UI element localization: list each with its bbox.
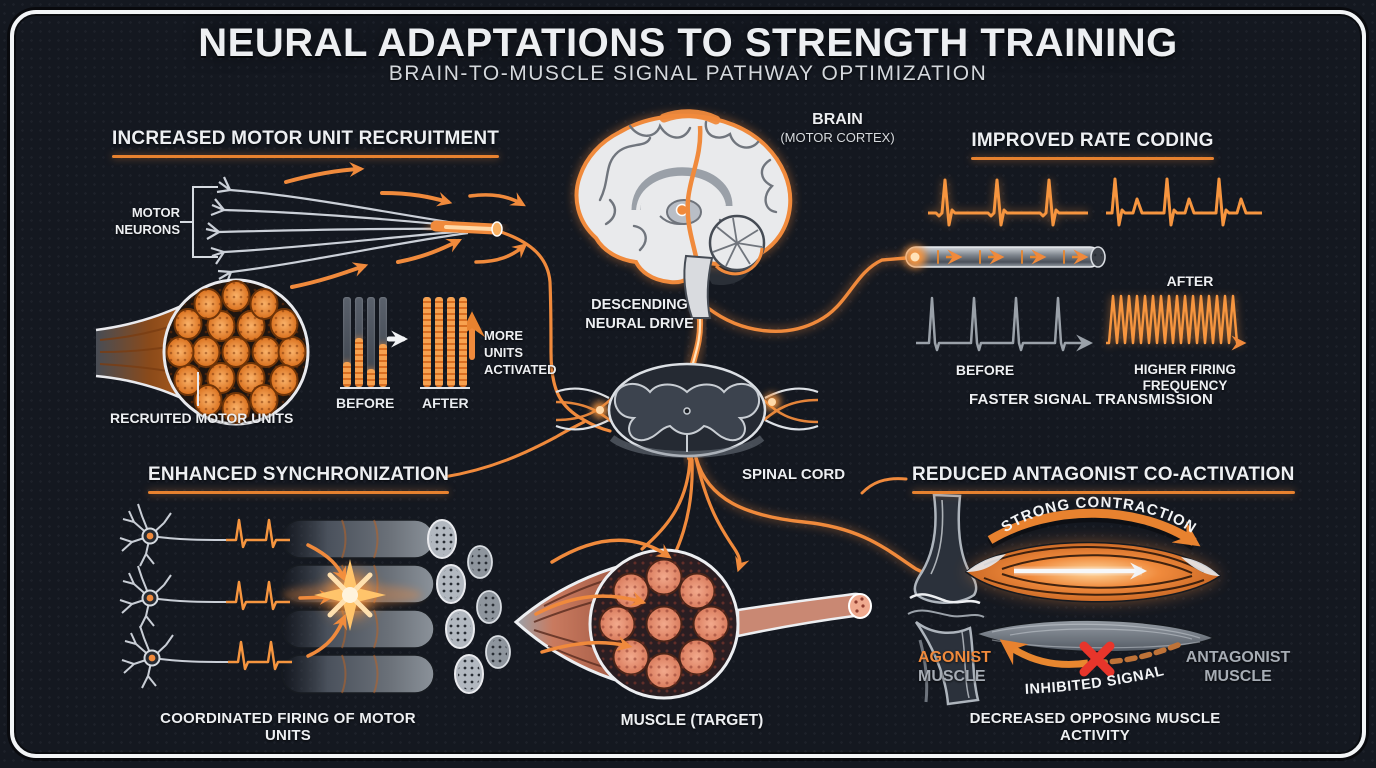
agonist-muscle-label: AGONIST MUSCLE: [918, 649, 991, 685]
heading-underline: [112, 155, 500, 159]
higher-firing-frequency-label: HIGHER FIRING FREQUENCY: [1133, 362, 1236, 393]
motor-neurons-label: MOTOR NEURONS: [114, 205, 180, 237]
muscle-target-label: MUSCLE (TARGET): [620, 712, 764, 729]
recruited-motor-units-illustration: [95, 278, 310, 426]
before-bars: [340, 297, 391, 389]
inhibited-x-icon: [1079, 641, 1115, 677]
section-rate-coding-heading: IMPROVED RATE CODING: [960, 130, 1225, 161]
spinal-cord-label: SPINAL CORD: [742, 466, 846, 483]
chart-after-column: AFTER: [420, 297, 471, 411]
heading-underline: [971, 157, 1214, 161]
antagonist-muscle-shape: [973, 619, 1217, 653]
after-label: AFTER: [422, 395, 469, 411]
rate-coding-illustration: [904, 177, 1262, 352]
chart-bar: [447, 297, 456, 387]
descending-neural-drive-label: DESCENDING NEURAL DRIVE: [585, 297, 694, 332]
heading-underline: [148, 491, 450, 495]
heading-underline: [912, 491, 1295, 495]
synchronization-illustration: [119, 503, 511, 694]
chart-bar: [379, 297, 388, 387]
page-subtitle: BRAIN-TO-MUSCLE SIGNAL PATHWAY OPTIMIZAT…: [388, 62, 988, 85]
chart-before-column: BEFORE: [336, 297, 394, 411]
joint-illustration: [907, 493, 1222, 706]
section-antagonist-heading: REDUCED ANTAGONIST CO-ACTIVATION: [912, 464, 1295, 495]
chart-bar: [423, 297, 432, 387]
chart-bar: [459, 297, 468, 387]
chart-bar: [343, 297, 352, 387]
target-muscle-illustration: [513, 538, 872, 700]
after-bars: [420, 297, 471, 389]
brain-illustration: [572, 109, 795, 319]
chart-bar: [355, 297, 364, 387]
chart-arrows: [386, 311, 485, 360]
more-units-label: MORE UNITS ACTIVATED: [484, 328, 557, 377]
section-synchronization-heading: ENHANCED SYNCHRONIZATION: [148, 464, 450, 495]
section-recruitment-heading: INCREASED MOTOR UNIT RECRUITMENT: [112, 128, 500, 159]
chart-bar: [435, 297, 444, 387]
brain-label: BRAIN (MOTOR CORTEX): [780, 111, 895, 145]
page-title: NEURAL ADAPTATIONS TO STRENGTH TRAINING: [198, 21, 1178, 65]
coordinated-firing-caption: COORDINATED FIRING OF MOTOR UNITS: [160, 710, 416, 745]
decreased-activity-caption: DECREASED OPPOSING MUSCLE ACTIVITY: [969, 710, 1221, 745]
recruited-motor-units-label: RECRUITED MOTOR UNITS: [110, 410, 294, 426]
antagonist-muscle-label: ANTAGONIST MUSCLE: [1185, 649, 1291, 685]
inhibited-signal-label: INHIBITED SIGNAL: [1025, 663, 1166, 698]
motor-neurons-illustration: [180, 161, 528, 289]
spinal-cord-illustration: [555, 362, 819, 458]
chart-bar: [367, 297, 376, 387]
rate-after-label: AFTER: [1166, 273, 1214, 289]
rate-before-label: BEFORE: [955, 362, 1015, 378]
before-label: BEFORE: [336, 395, 395, 411]
before-after-chart: BEFORE AFTER: [336, 297, 471, 411]
faster-signal-caption: FASTER SIGNAL TRANSMISSION: [968, 391, 1214, 408]
